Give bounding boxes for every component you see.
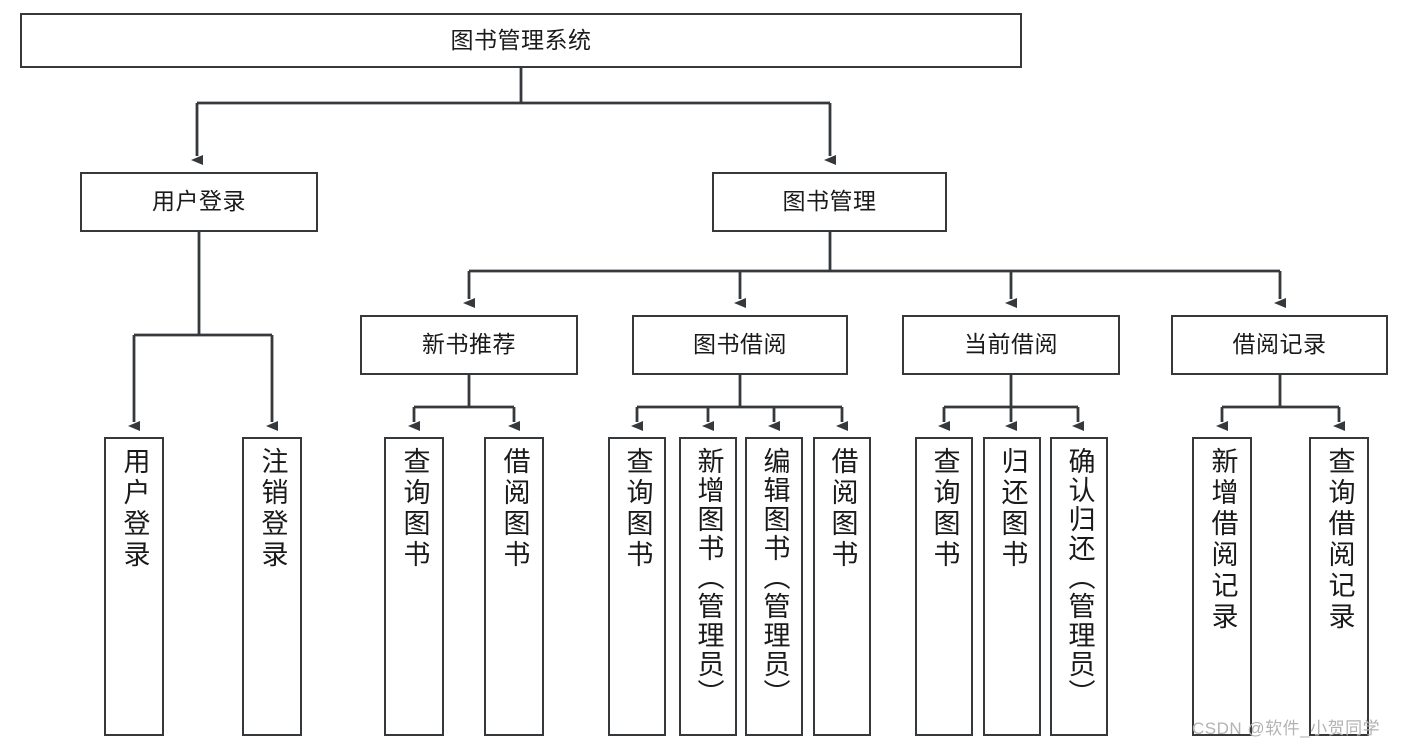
leaf-borrow-borrow-books[interactable]: 借阅图书	[813, 437, 871, 736]
leaf-borrow-query-books[interactable]: 查询图书	[608, 437, 666, 736]
leaf-newbook-query-books[interactable]: 查询图书	[384, 437, 444, 736]
node-borrow-records[interactable]: 借阅记录	[1171, 315, 1388, 375]
node-label: 借阅记录	[1232, 331, 1327, 358]
leaf-records-query-record[interactable]: 查询借阅记录	[1309, 437, 1369, 736]
node-label: 图书管理	[782, 188, 877, 215]
leaf-current-query-books[interactable]: 查询图书	[915, 437, 973, 736]
node-current-borrow[interactable]: 当前借阅	[902, 315, 1120, 375]
node-label: 借阅图书	[499, 447, 530, 571]
node-label: 当前借阅	[964, 331, 1058, 358]
node-label: 新增借阅记录	[1207, 447, 1238, 633]
node-label: 新增图书（管理员）	[693, 447, 724, 708]
node-label: 编辑图书（管理员）	[759, 447, 790, 708]
node-label: 查询图书	[929, 447, 960, 571]
leaf-user-login[interactable]: 用户登录	[104, 437, 164, 736]
node-new-book-recommend[interactable]: 新书推荐	[360, 315, 578, 375]
node-label: 查询借阅记录	[1324, 447, 1355, 633]
node-label: 新书推荐	[422, 331, 516, 358]
node-label: 图书管理系统	[450, 26, 592, 53]
leaf-user-logout[interactable]: 注销登录	[242, 437, 302, 736]
node-label: 归还图书	[997, 447, 1028, 571]
leaf-current-return-books[interactable]: 归还图书	[983, 437, 1041, 736]
node-label: 查询图书	[622, 447, 653, 571]
leaf-newbook-borrow-books[interactable]: 借阅图书	[484, 437, 544, 736]
leaf-records-add-record[interactable]: 新增借阅记录	[1192, 437, 1252, 736]
leaf-borrow-edit-book-admin[interactable]: 编辑图书（管理员）	[745, 437, 803, 736]
node-label: 注销登录	[257, 447, 288, 571]
node-book-borrow[interactable]: 图书借阅	[632, 315, 848, 375]
leaf-borrow-add-book-admin[interactable]: 新增图书（管理员）	[679, 437, 737, 736]
watermark: CSDN @软件_小贺同学	[1192, 719, 1381, 738]
leaf-current-confirm-return-admin[interactable]: 确认归还（管理员）	[1050, 437, 1108, 736]
node-label: 用户登录	[119, 447, 150, 571]
node-label: 查询图书	[399, 447, 430, 571]
node-user-login[interactable]: 用户登录	[80, 172, 318, 232]
node-label: 用户登录	[152, 188, 246, 215]
node-label: 图书借阅	[693, 331, 787, 358]
node-book-management[interactable]: 图书管理	[712, 172, 947, 232]
node-label: 确认归还（管理员）	[1064, 447, 1095, 708]
node-root-system[interactable]: 图书管理系统	[20, 13, 1022, 68]
node-label: 借阅图书	[827, 447, 858, 571]
